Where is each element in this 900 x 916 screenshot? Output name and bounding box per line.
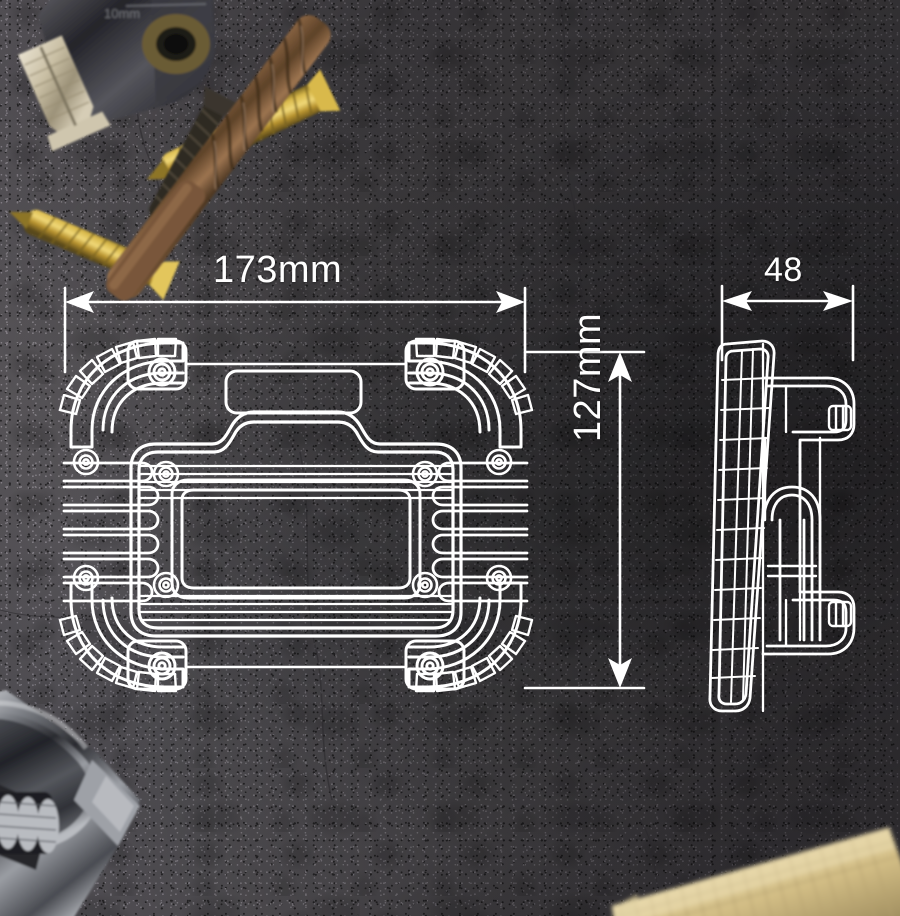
lens-screw-boss-top-right: [411, 460, 439, 488]
lens-bezel: [170, 478, 422, 600]
side-housing-lines: [761, 342, 802, 713]
wrench-worm-screw: [0, 792, 59, 854]
lens-screw-boss-bottom-right: [411, 571, 439, 599]
corner-teeth-bottom-right: [414, 614, 534, 693]
label-plate: [224, 369, 363, 415]
pivot-arm: [762, 485, 822, 642]
depth-dimension-label: 48: [764, 251, 803, 289]
corner-teeth-top-right: [414, 337, 534, 416]
masonry-drill-bit: [106, 15, 331, 301]
dimension-arrowheads: [65, 291, 853, 688]
corner-mount-plate-bottom-right: [404, 639, 466, 691]
left-cooling-fins: [62, 461, 160, 603]
side-view: [708, 339, 856, 713]
svg-text:10mm: 10mm: [104, 6, 140, 21]
lens-screw-boss-bottom-left: [152, 571, 180, 599]
adjustable-wrench: [0, 690, 140, 916]
right-cooling-fins: [431, 461, 529, 603]
height-dimension-label: 127mm: [567, 312, 609, 442]
wall-plug-anchor: [17, 35, 111, 152]
lens-screw-boss-top-left: [152, 460, 180, 488]
stand-bracket: [708, 339, 776, 713]
rear-detail-blocks: [827, 404, 853, 628]
corner-teeth-bottom-left: [58, 614, 178, 693]
light-body-profile: [761, 376, 856, 656]
corner-mount-plate-bottom-left: [126, 639, 188, 691]
reference-rails: [184, 362, 408, 669]
pivot-joint: [763, 436, 822, 578]
width-dimension-label: 173mm: [213, 249, 343, 291]
front-view: [58, 337, 534, 693]
housing-outline: [129, 410, 463, 638]
